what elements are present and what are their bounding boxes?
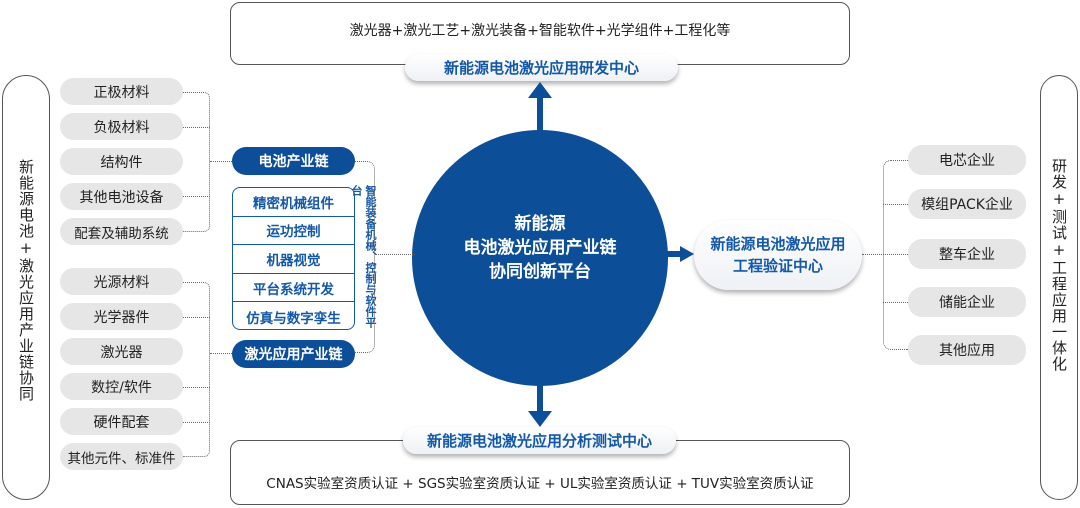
arrow-up-icon xyxy=(528,82,552,132)
laser-item: 数控/软件 xyxy=(60,373,183,400)
connector xyxy=(883,204,908,205)
chain-bracket xyxy=(355,161,375,353)
enterprise-item: 模组PACK企业 xyxy=(908,189,1026,219)
connector xyxy=(210,353,232,354)
center-platform-text: 新能源 电池激光应用产业链 协同创新平台 xyxy=(440,212,640,284)
battery-item: 其他电池设备 xyxy=(60,183,183,210)
test-center-title: 新能源电池激光应用分析测试中心 xyxy=(403,427,676,454)
battery-bracket xyxy=(183,92,210,232)
connector xyxy=(183,387,210,388)
connector xyxy=(183,127,210,128)
connector xyxy=(862,254,908,255)
laser-item: 光学器件 xyxy=(60,303,183,330)
enterprise-bracket xyxy=(883,160,908,350)
laser-item: 光源材料 xyxy=(60,268,183,295)
right-side-label: 研发+测试+工程应用一体化 xyxy=(1050,158,1068,372)
rd-center-title: 新能源电池激光应用研发中心 xyxy=(405,54,678,81)
battery-item: 正极材料 xyxy=(60,78,183,105)
laser-chain-pill: 激光应用产业链 xyxy=(232,340,355,368)
enterprise-item: 其他应用 xyxy=(908,335,1026,365)
battery-item: 负极材料 xyxy=(60,113,183,140)
platform-list: 精密机械组件 运功控制 机器视觉 平台系统开发 仿真与数字孪生 xyxy=(232,187,355,330)
platform-item: 运功控制 xyxy=(233,217,354,246)
right-side-box xyxy=(1040,75,1078,500)
connector xyxy=(183,196,210,197)
center-platform-circle xyxy=(412,130,668,386)
rd-center-description: 激光器+激光工艺+激光装备+智能软件+光学组件+工程化等 xyxy=(349,23,731,39)
platform-item: 精密机械组件 xyxy=(233,188,354,217)
laser-item: 硬件配套 xyxy=(60,408,183,435)
battery-item: 配套及辅助系统 xyxy=(60,218,183,245)
platform-item: 仿真与数字孪生 xyxy=(246,310,341,327)
connector xyxy=(375,254,415,255)
enterprise-item: 储能企业 xyxy=(908,287,1026,317)
laser-bracket xyxy=(183,282,210,457)
center-line3: 协同创新平台 xyxy=(489,262,591,282)
enterprise-item: 整车企业 xyxy=(908,239,1026,269)
platform-item: 平台系统开发 xyxy=(233,274,354,303)
connector xyxy=(210,161,232,162)
laser-item: 其他元件、标准件 xyxy=(60,443,183,470)
platform-item: 机器视觉 xyxy=(233,245,354,274)
enterprise-item: 电芯企业 xyxy=(908,145,1026,175)
left-side-box xyxy=(2,75,50,500)
center-line1: 新能源 xyxy=(514,214,566,234)
arrow-down-icon xyxy=(528,383,552,427)
test-center-description: CNAS实验室资质认证 + SGS实验室资质认证 + UL实验室资质认证 + T… xyxy=(266,476,814,492)
connector xyxy=(183,422,210,423)
battery-chain-pill: 电池产业链 xyxy=(232,147,355,175)
arrow-right-icon xyxy=(664,246,694,262)
center-line2: 电池激光应用产业链 xyxy=(463,238,617,258)
engineering-center-pill: 新能源电池激光应用 工程验证中心 xyxy=(694,220,862,290)
laser-item: 激光器 xyxy=(60,338,183,365)
engineering-line1: 新能源电池激光应用 xyxy=(710,235,846,253)
battery-item: 结构件 xyxy=(60,148,183,175)
connector xyxy=(183,317,210,318)
connector xyxy=(883,302,908,303)
engineering-line2: 工程验证中心 xyxy=(732,257,823,275)
left-side-label: 新能源电池+激光应用产业链协同 xyxy=(17,158,35,402)
